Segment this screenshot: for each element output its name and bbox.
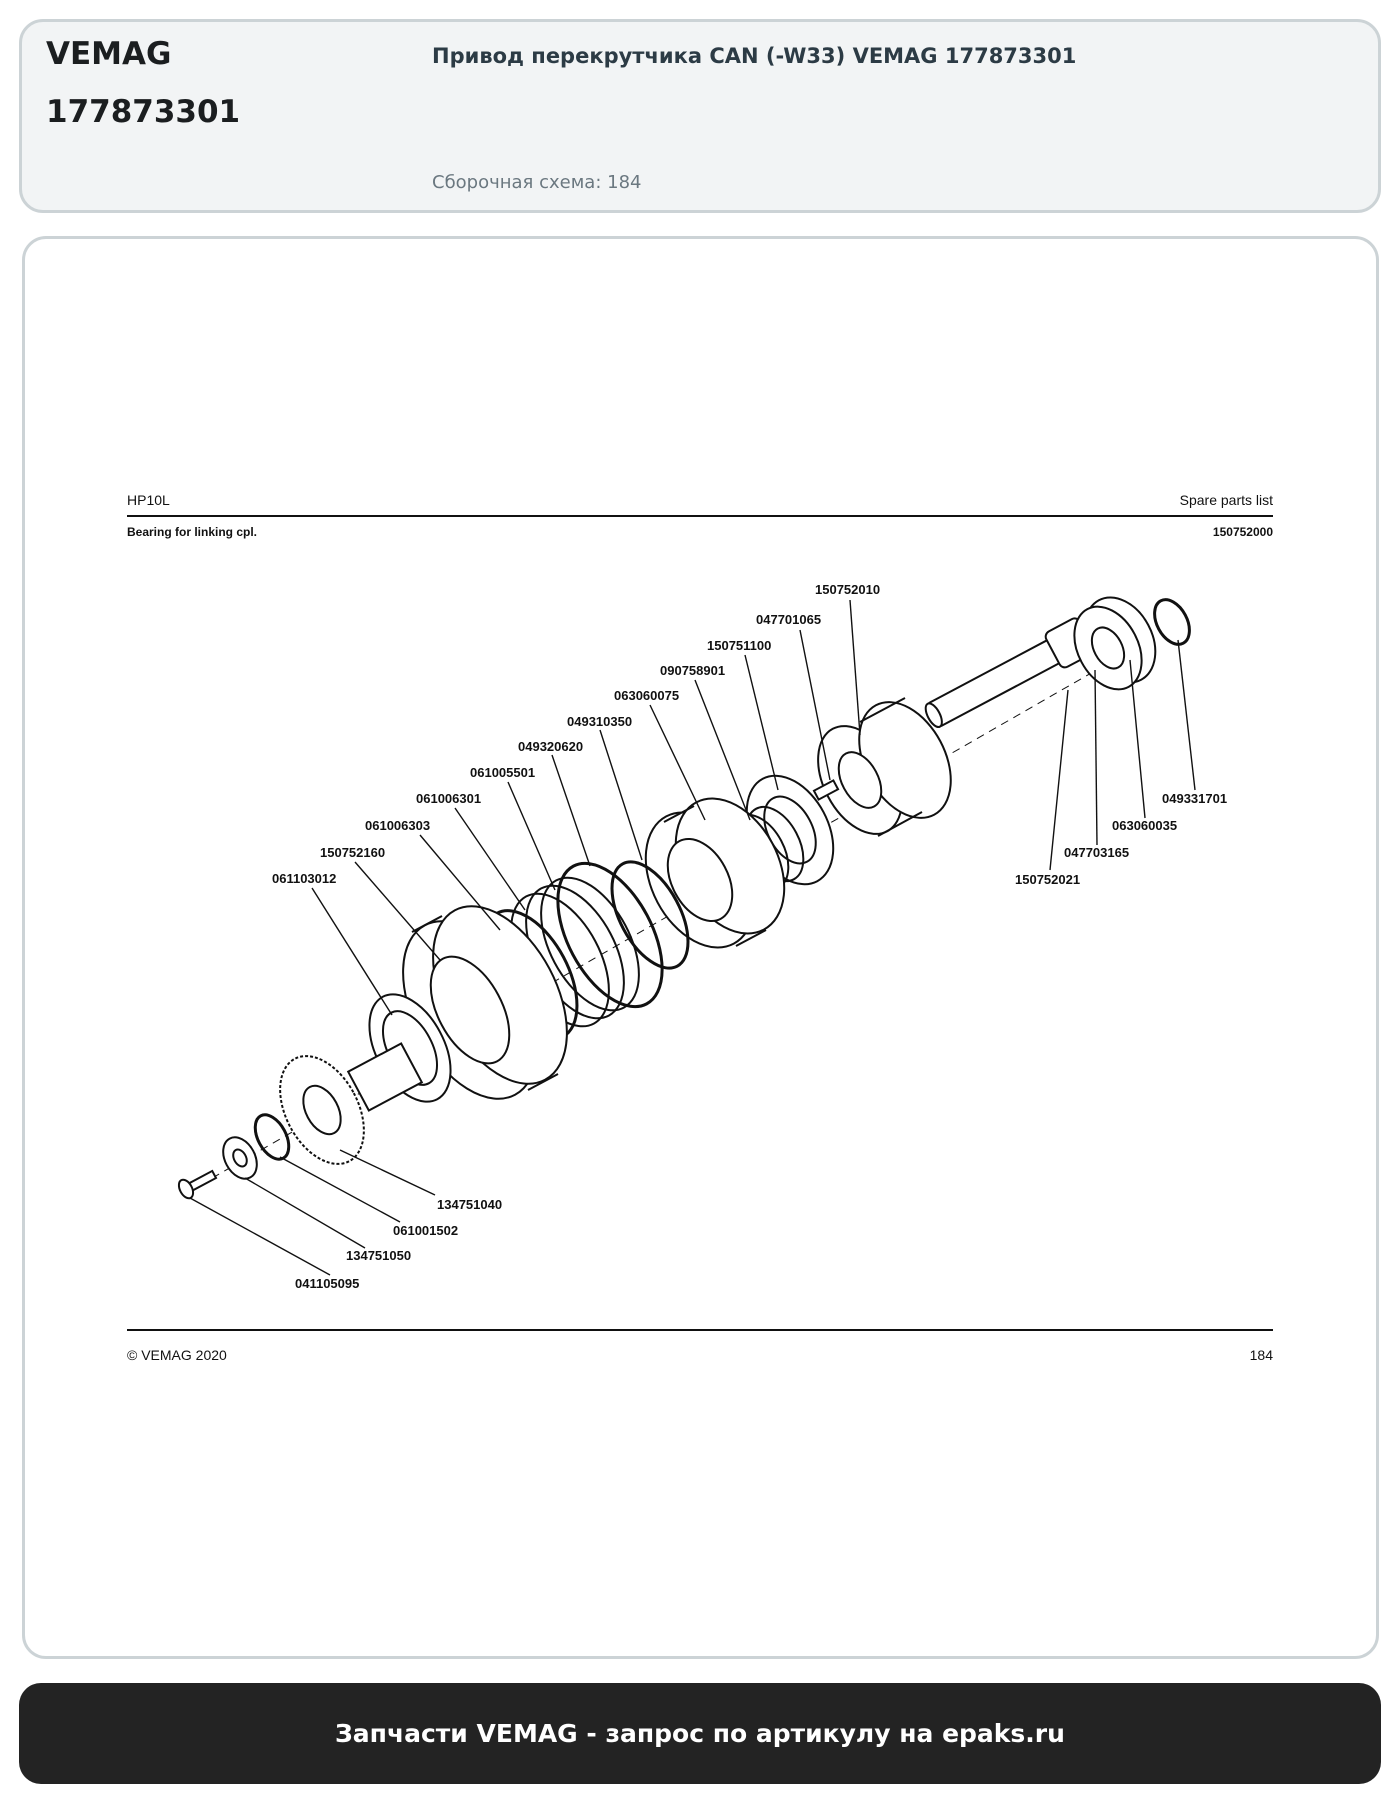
diagram-card <box>22 236 1379 1659</box>
footer-banner[interactable]: Запчасти VEMAG - запрос по артикулу на e… <box>19 1683 1381 1784</box>
scheme-info: Сборочная схема: 184 <box>432 172 642 193</box>
scheme-label: Сборочная схема: <box>432 172 602 193</box>
scheme-number: 184 <box>607 172 642 193</box>
page-title: Привод перекрутчика CAN (-W33) VEMAG 177… <box>432 44 1077 68</box>
header-card: VEMAG 177873301 Привод перекрутчика CAN … <box>19 19 1381 213</box>
footer-text: Запчасти VEMAG - запрос по артикулу на e… <box>335 1719 1065 1748</box>
brand-name: VEMAG <box>46 36 172 72</box>
part-code: 177873301 <box>46 94 241 130</box>
